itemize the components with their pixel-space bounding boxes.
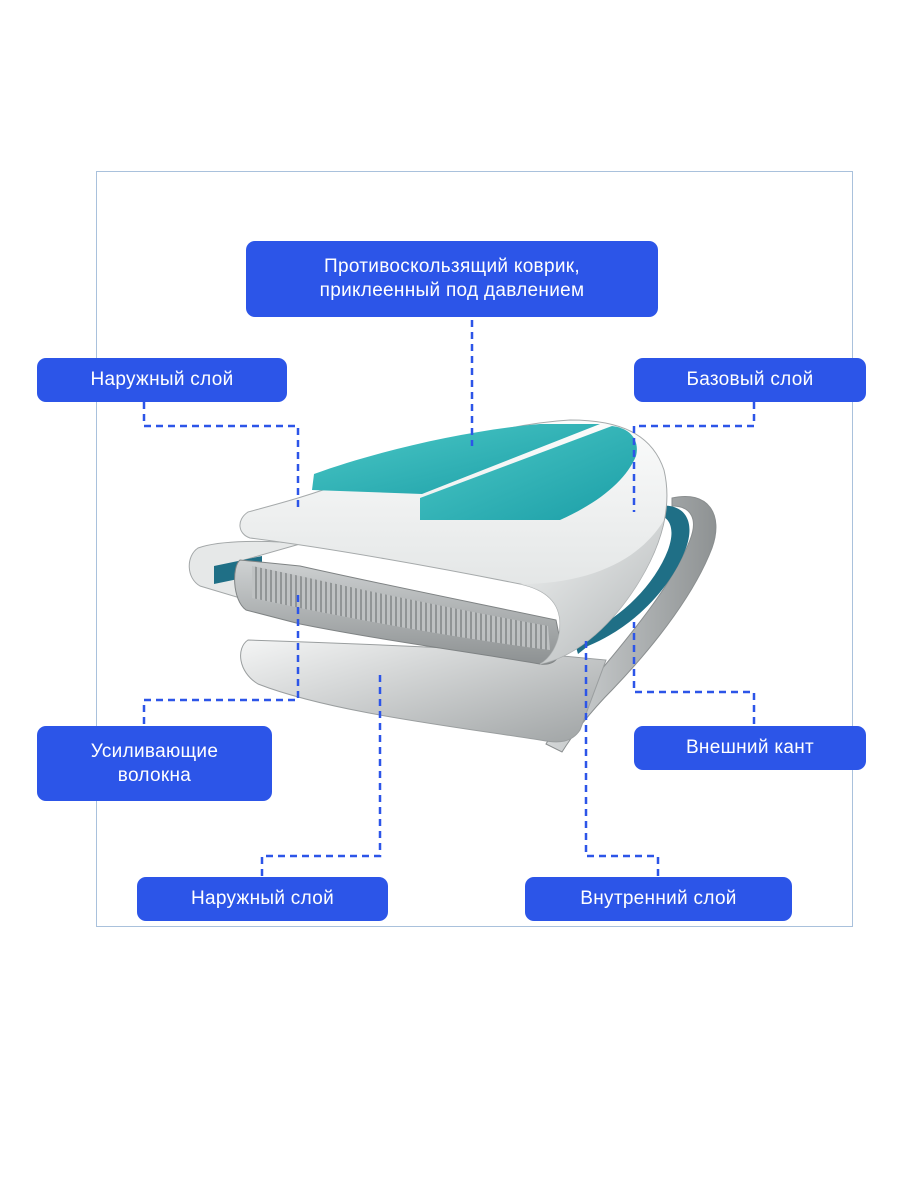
label-base-layer: Базовый слой [634, 358, 866, 402]
label-outer-layer-bottom-text: Наружный слой [191, 888, 334, 909]
leader-fibers [142, 592, 300, 724]
label-inner-layer-text: Внутренний слой [580, 888, 737, 909]
leader-lines [142, 320, 756, 876]
label-anti-slip-pad: Противоскользящий коврик, приклеенный по… [246, 241, 658, 317]
deck-nose-edge [520, 520, 664, 664]
anti-slip-pad-right [420, 426, 637, 520]
diagram-frame [96, 171, 853, 927]
label-base-layer-text: Базовый слой [686, 369, 814, 390]
label-outer-layer-top: Наружный слой [37, 358, 287, 402]
label-inner-layer: Внутренний слой [525, 877, 792, 921]
leader-outer-bottom [260, 672, 382, 876]
label-outer-edge-text: Внешний кант [685, 737, 815, 758]
drop-stitch-fibers [252, 566, 550, 650]
label-reinforcing-fibers-text: Усиливающие волокна [90, 740, 219, 786]
label-outer-edge: Внешний кант [634, 726, 866, 770]
anti-slip-pad-left [312, 424, 600, 494]
leader-outer-top [142, 402, 300, 508]
label-outer-layer-top-text: Наружный слой [90, 369, 234, 390]
bottom-outer-layer [240, 639, 607, 743]
label-anti-slip-text: Противоскользящий коврик, приклеенный по… [319, 256, 585, 301]
leader-base-layer [632, 402, 756, 512]
label-reinforcing-fibers: Усиливающие волокна [37, 726, 272, 801]
label-outer-layer-bottom: Наружный слой [137, 877, 388, 921]
leader-outer-edge [632, 622, 756, 724]
